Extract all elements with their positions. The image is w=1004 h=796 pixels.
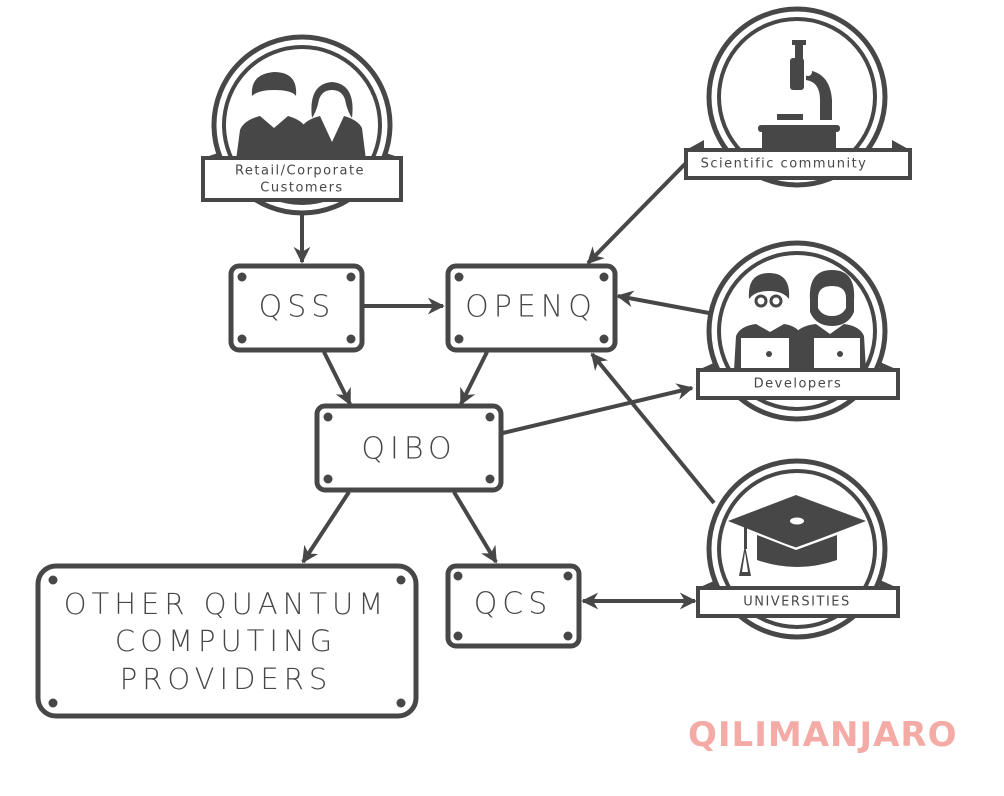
- node-qcs[interactable]: QCS: [445, 563, 582, 649]
- qilimanjaro-logo: QILIMANJARO: [688, 715, 958, 755]
- edge-universities-to-openq: [590, 352, 716, 505]
- node-qibo-label: QIBO: [361, 432, 456, 467]
- badge-customers-line-1: Retail/Corporate: [235, 164, 365, 179]
- node-other-line-1: OTHER QUANTUM: [64, 587, 389, 621]
- badge-developers[interactable]: Developers: [696, 240, 900, 422]
- edge-qss-to-qibo: [322, 351, 352, 406]
- people-icon: [236, 72, 366, 160]
- edge-qibo-to-qcs: [452, 490, 498, 564]
- node-other-line-2: COMPUTING: [115, 624, 337, 658]
- node-qibo[interactable]: QIBO: [314, 403, 504, 493]
- badge-customers-line-2: Customers: [260, 181, 343, 196]
- graduation-cap-icon: [728, 495, 866, 576]
- edge-qibo-to-developers: [502, 383, 694, 435]
- node-openq[interactable]: OPENQ: [445, 263, 618, 353]
- developers-icon: [734, 270, 866, 370]
- node-qcs-label: QCS: [474, 587, 553, 622]
- node-openq-label: OPENQ: [465, 290, 597, 325]
- node-qss-label: QSS: [259, 290, 336, 325]
- badge-developers-label: Developers: [754, 377, 843, 392]
- edge-openq-to-qibo: [459, 351, 489, 406]
- badge-customers[interactable]: Retail/Corporate Customers: [201, 34, 403, 216]
- edge-developers-to-openq: [616, 290, 710, 315]
- node-other-providers[interactable]: OTHER QUANTUM COMPUTING PROVIDERS: [35, 563, 419, 719]
- node-other-line-3: PROVIDERS: [120, 662, 333, 696]
- node-qss[interactable]: QSS: [228, 263, 365, 353]
- edge-qibo-to-other: [301, 490, 351, 564]
- microscope-icon: [758, 40, 840, 150]
- badge-scientific[interactable]: Scientific community: [684, 6, 912, 188]
- badge-universities-label: UNIVERSITIES: [743, 595, 851, 610]
- edge-scientific-to-openq: [586, 161, 688, 265]
- edges: [293, 161, 716, 610]
- badge-scientific-label: Scientific community: [701, 157, 868, 172]
- badge-universities[interactable]: UNIVERSITIES: [696, 458, 900, 640]
